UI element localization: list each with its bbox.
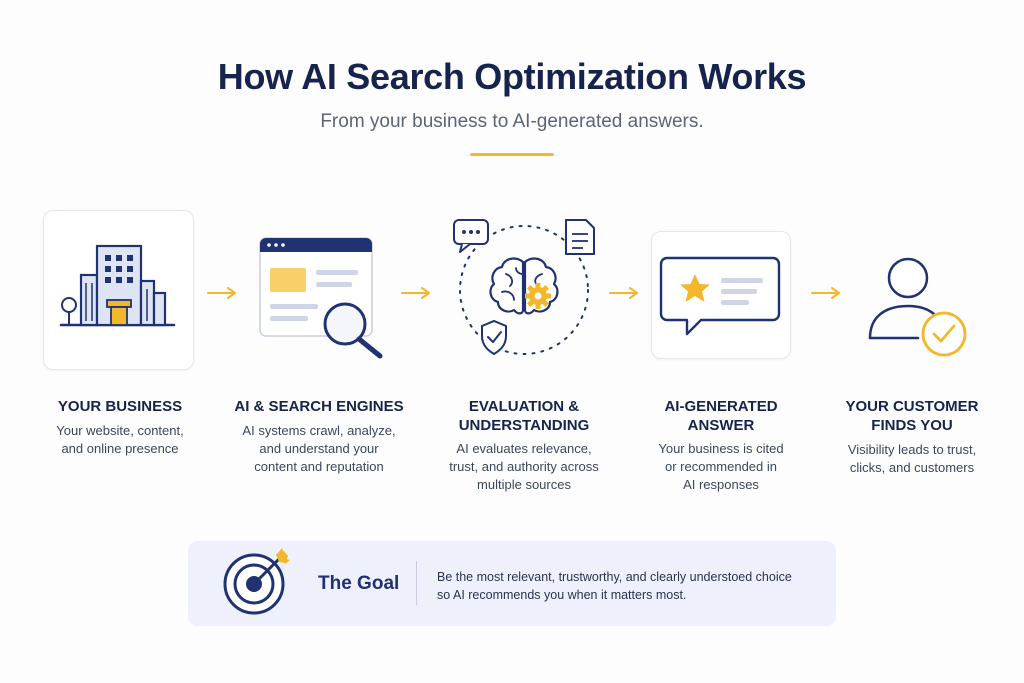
step-4-title: AI-GENERATED ANSWER: [664, 398, 778, 434]
goal-divider: [416, 561, 417, 605]
page-subtitle: From your business to AI-generated answe…: [320, 111, 704, 132]
user-check-icon: [868, 257, 967, 357]
arrow-right-icon: [401, 287, 430, 299]
goal-title: The Goal: [318, 573, 400, 594]
step-2-desc: AI systems crawl, analyze, and understan…: [242, 423, 396, 474]
step-3-title: EVALUATION & UNDERSTANDING: [458, 398, 590, 434]
arrow-right-icon: [811, 287, 840, 299]
step-1-title: YOUR BUSINESS: [57, 398, 183, 415]
step-5-title: YOUR CUSTOMER FINDS YOU: [845, 398, 979, 434]
arrow-right-icon: [207, 287, 236, 299]
target-arrow-icon: [223, 548, 290, 615]
brain-gear-icon: [453, 219, 595, 356]
title-underline: [470, 153, 554, 156]
office-building-icon: [59, 244, 176, 327]
chat-star-icon: [659, 256, 781, 336]
browser-search-icon: [259, 237, 383, 359]
step-4-desc: Your business is cited or recommended in…: [658, 441, 784, 492]
goal-text: Be the most relevant, trustworthy, and c…: [437, 570, 792, 602]
step-3-desc: AI evaluates relevance, trust, and autho…: [449, 441, 599, 492]
arrow-right-icon: [609, 287, 638, 299]
goal-panel: [188, 541, 836, 626]
step-2-title: AI & SEARCH ENGINES: [234, 398, 404, 415]
step-1-desc: Your website, content, and online presen…: [56, 423, 184, 456]
page-title: How AI Search Optimization Works: [217, 56, 807, 97]
step-5-desc: Visibility leads to trust, clicks, and c…: [847, 442, 977, 475]
